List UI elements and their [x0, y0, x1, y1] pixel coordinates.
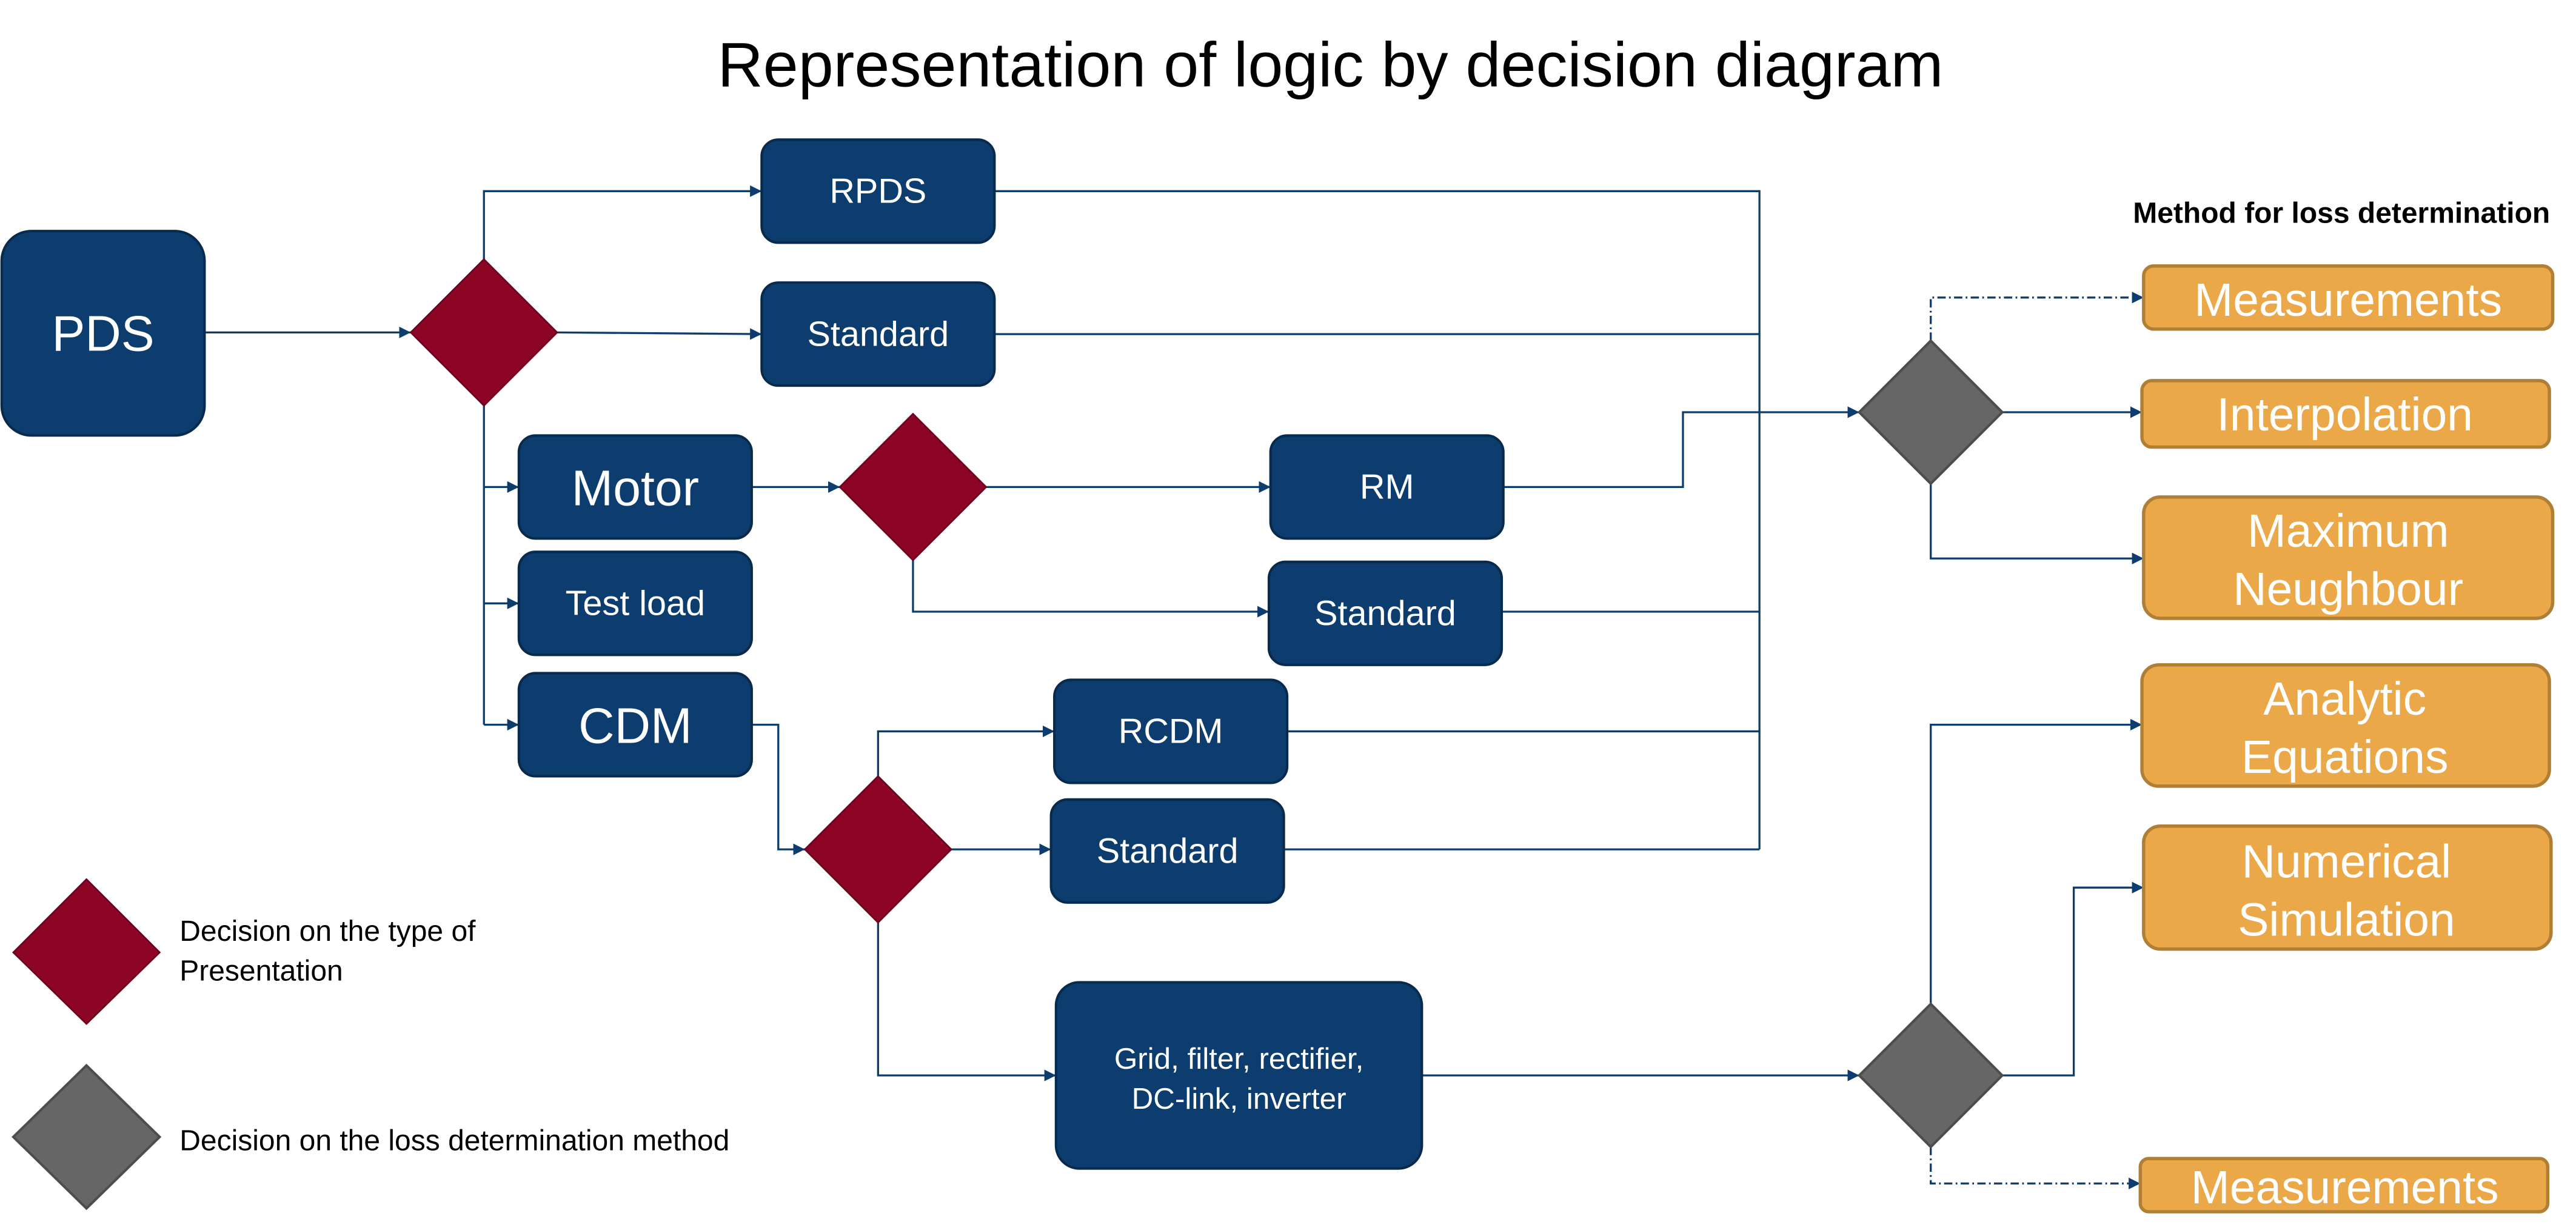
method-decision-top[interactable]: [1857, 339, 2004, 486]
node-rpds-label: RPDS: [829, 172, 926, 211]
node-components-label-line2: DC-link, inverter: [1132, 1082, 1347, 1115]
connector-to-numerical: [2002, 881, 2144, 1077]
legend-presentation-line2: Presentation: [179, 955, 343, 988]
method-numerical-simulation[interactable]: Numerical Simulation: [2142, 824, 2553, 951]
connector-to-measurements-bottom: [1930, 1146, 2141, 1189]
node-cdm-label: CDM: [578, 699, 692, 754]
method-decision-bottom[interactable]: [1857, 1002, 2004, 1149]
node-standard-motor-label: Standard: [1314, 594, 1456, 633]
diagram-title: Representation of logic by decision diag…: [717, 30, 1943, 101]
method-interpolation[interactable]: Interpolation: [2140, 379, 2551, 449]
presentation-decision-pds[interactable]: [409, 258, 558, 407]
connector-to-method-decision: [1503, 406, 1859, 489]
method-measurements-bottom-label: Measurements: [2191, 1161, 2499, 1214]
legend-method-label: Decision on the loss determination metho…: [179, 1125, 729, 1157]
method-numerical-simulation-line2: Simulation: [2238, 894, 2455, 946]
node-rcdm[interactable]: RCDM: [1053, 678, 1289, 784]
connector-collector: [994, 190, 1761, 850]
node-standard-motor[interactable]: Standard: [1267, 560, 1504, 666]
method-measurements-top-label: Measurements: [2194, 274, 2502, 326]
presentation-decision-cdm[interactable]: [803, 775, 952, 924]
node-rcdm-label: RCDM: [1119, 712, 1223, 751]
method-maximum-neighbour-line2: Neughbour: [2233, 563, 2463, 615]
node-pds[interactable]: PDS: [0, 230, 206, 437]
node-rpds[interactable]: RPDS: [760, 138, 996, 244]
node-rm[interactable]: RM: [1269, 434, 1505, 540]
connector-cdm-to-decision: [751, 723, 805, 855]
connector-to-standard-motor: [912, 560, 1269, 618]
method-analytic-equations[interactable]: Analytic Equations: [2140, 663, 2551, 788]
legend-presentation-line1: Decision on the type of: [179, 915, 476, 948]
legend: Decision on the type of Presentation Dec…: [12, 878, 729, 1211]
connector-to-standard-pds: [557, 328, 762, 340]
connector-to-maximum-neighbour: [1930, 483, 2144, 564]
methods-heading: Method for loss determination: [2133, 197, 2550, 229]
method-maximum-neighbour[interactable]: Maximum Neughbour: [2142, 495, 2555, 620]
legend-method-diamond-icon: [12, 1063, 162, 1211]
connector-to-rpds: [483, 185, 762, 259]
node-motor[interactable]: Motor: [517, 434, 753, 540]
connector-to-rcdm: [877, 725, 1055, 777]
method-analytic-equations-line1: Analytic: [2263, 673, 2426, 725]
connector-to-analytic: [1930, 718, 2143, 1004]
node-standard-pds-label: Standard: [807, 315, 949, 353]
node-test-load[interactable]: Test load: [517, 550, 753, 657]
legend-presentation-diamond-icon: [12, 878, 161, 1025]
node-components-label-line1: Grid, filter, rectifier,: [1114, 1042, 1364, 1075]
node-standard-cdm[interactable]: Standard: [1049, 798, 1285, 904]
node-cdm[interactable]: CDM: [517, 672, 753, 778]
method-measurements-bottom[interactable]: Measurements: [2138, 1157, 2550, 1214]
node-motor-label: Motor: [572, 461, 699, 516]
node-test-load-label: Test load: [566, 584, 706, 623]
connector-to-components: [877, 922, 1056, 1081]
node-rm-label: RM: [1360, 468, 1414, 507]
node-components[interactable]: Grid, filter, rectifier, DC-link, invert…: [1054, 981, 1423, 1170]
node-pds-label: PDS: [52, 307, 154, 362]
method-measurements-top[interactable]: Measurements: [2142, 264, 2555, 331]
method-maximum-neighbour-line1: Maximum: [2247, 505, 2449, 557]
connectors: [204, 185, 2144, 1189]
node-standard-cdm-label: Standard: [1097, 832, 1239, 871]
method-numerical-simulation-line1: Numerical: [2242, 836, 2452, 888]
node-standard-pds[interactable]: Standard: [760, 281, 996, 387]
presentation-decision-motor[interactable]: [838, 412, 988, 561]
method-analytic-equations-line2: Equations: [2241, 731, 2449, 783]
method-interpolation-label: Interpolation: [2216, 389, 2473, 441]
connector-to-measurements-top: [1930, 292, 2144, 341]
